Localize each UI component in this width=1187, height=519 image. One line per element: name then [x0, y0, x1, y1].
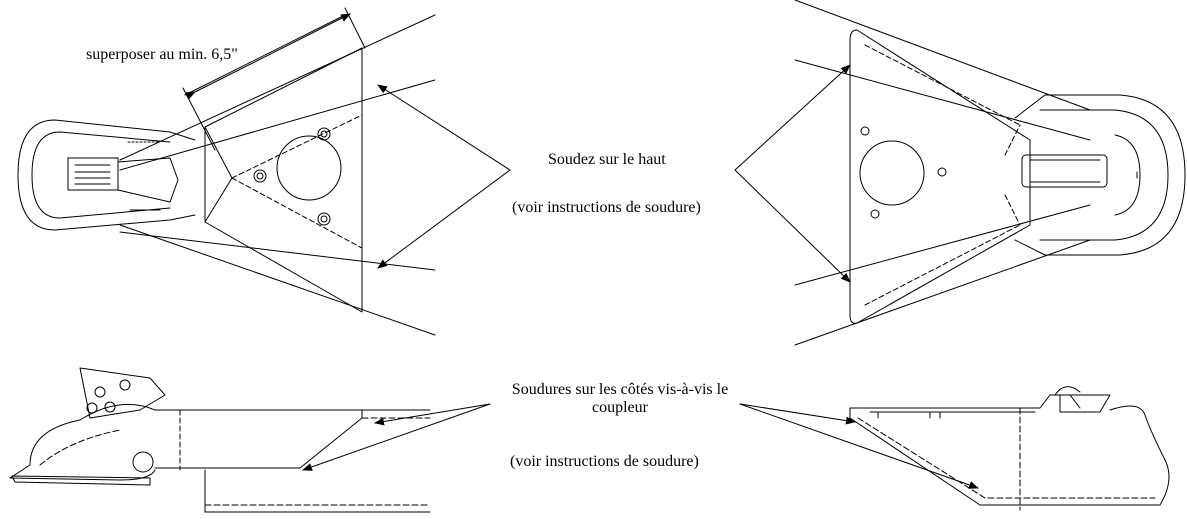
coupler-side-view-right	[849, 386, 1170, 511]
weld-sides-label-line2: coupleur	[592, 399, 648, 416]
coupler-side-view-left	[9, 367, 431, 513]
coupler-top-view-left	[17, 7, 436, 336]
weld-top-label: Soudez sur le haut	[548, 151, 666, 168]
weld-sides-note: (voir instructions de soudure)	[510, 453, 699, 470]
weld-top-note: (voir instructions de soudure)	[512, 199, 701, 216]
callout-arrows-top	[377, 64, 851, 283]
weld-sides-label-line1: Soudures sur les côtés vis-à-vis le	[511, 381, 729, 398]
coupler-top-view-right	[794, 0, 1186, 346]
weld-sides-label: Soudures sur les côtés vis-à-vis le coup…	[480, 381, 760, 417]
overlap-dimension-label: superposer au min. 6,5"	[86, 46, 238, 63]
callout-arrows-bottom	[302, 403, 979, 489]
